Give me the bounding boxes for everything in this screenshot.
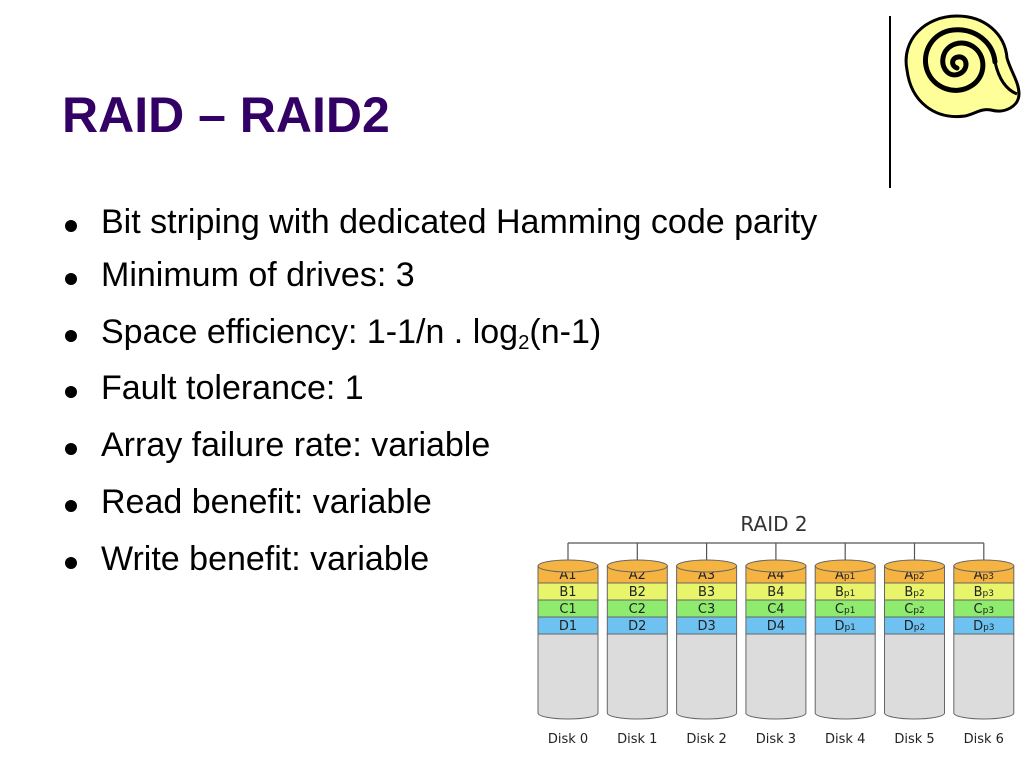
bullet-list: Bit striping with dedicated Hamming code…	[64, 202, 904, 596]
disk-body	[884, 633, 945, 720]
block-label-subscript: p3	[983, 606, 994, 616]
block-label: Cp3	[974, 602, 995, 617]
bullet-text: Fault tolerance: 1	[101, 369, 364, 408]
disk-body	[814, 633, 876, 720]
bullet-dot	[65, 386, 77, 399]
block-label: Bp2	[904, 585, 924, 600]
bullet-text: Space efficiency: 1-1/n . log2(n-1)	[101, 312, 602, 354]
disk-label: Disk 5	[894, 732, 934, 747]
bullet-dot	[65, 272, 77, 285]
block-label: B3	[698, 585, 715, 600]
disk-label: Disk 0	[548, 732, 588, 747]
bullet-dot	[65, 329, 77, 342]
disk-top	[537, 559, 599, 573]
block-label: Cp1	[835, 602, 856, 617]
bullet-dot	[65, 556, 77, 569]
disk-body	[953, 633, 1015, 720]
bullet-item: Fault tolerance: 1	[64, 368, 904, 409]
block-label: D2	[628, 619, 646, 634]
data-block	[606, 616, 668, 635]
block-label: C1	[559, 602, 576, 617]
block-label: Dp2	[904, 619, 925, 634]
disk-label: Disk 3	[756, 732, 796, 747]
block-label: B4	[767, 585, 784, 600]
bullet-text-post: (n-1)	[529, 312, 602, 351]
block-label: B1	[559, 585, 576, 600]
block-label: Bp1	[835, 585, 855, 600]
block-label: D1	[559, 619, 577, 634]
bullet-dot	[65, 220, 77, 232]
slide-title: RAID – RAID2	[62, 87, 390, 143]
disk-top	[745, 559, 807, 573]
disk-body	[745, 633, 807, 720]
block-label-subscript: p3	[983, 623, 994, 633]
disk-top	[606, 559, 668, 573]
block-label-subscript: p2	[913, 589, 924, 599]
block-label: Cp2	[904, 602, 925, 617]
bullet-item: Array failure rate: variable	[64, 425, 904, 466]
bullet-text: Minimum of drives: 3	[101, 255, 415, 294]
block-label-subscript: p1	[844, 623, 855, 633]
bullet-item: Minimum of drives: 3	[64, 255, 904, 296]
data-block	[745, 616, 807, 635]
disk-body	[606, 633, 668, 720]
disk-top	[884, 559, 945, 573]
disk-label: Disk 1	[617, 732, 657, 747]
disk-label: Disk 2	[686, 732, 726, 747]
title-divider	[889, 16, 891, 188]
block-label: Dp1	[834, 619, 855, 634]
bullet-text-pre: Space efficiency: 1-1/n . log	[101, 312, 519, 351]
block-label: Dp3	[973, 619, 994, 634]
bullet-text: Write benefit: variable	[101, 539, 430, 578]
diagram-title: RAID 2	[740, 512, 807, 536]
data-block	[537, 616, 599, 635]
block-label: C2	[629, 602, 646, 617]
disk-label: Disk 6	[964, 732, 1004, 747]
data-block	[953, 616, 1015, 635]
disk-body	[676, 633, 738, 720]
bullet-text: Read benefit: variable	[101, 482, 432, 521]
block-label-subscript: p2	[913, 606, 924, 616]
disk-label: Disk 4	[825, 732, 865, 747]
block-label-subscript: p1	[844, 589, 855, 599]
bullet-item: Bit striping with dedicated Hamming code…	[64, 202, 904, 243]
block-label-subscript: p2	[914, 623, 925, 633]
bullet-text: Array failure rate: variable	[101, 426, 491, 465]
disk-top	[953, 559, 1015, 573]
block-label: C4	[767, 602, 784, 617]
block-label: D3	[697, 619, 715, 634]
bullet-text-subscript: 2	[518, 331, 530, 354]
disk-top	[676, 559, 738, 573]
bullet-text: Bit striping with dedicated Hamming code…	[101, 203, 818, 241]
block-label-subscript: p3	[983, 589, 994, 599]
block-label-subscript: p1	[844, 606, 855, 616]
data-block	[814, 616, 876, 635]
data-block	[884, 616, 945, 635]
block-label-subscript: p3	[983, 572, 994, 582]
block-label: D4	[767, 619, 785, 634]
data-block	[676, 616, 738, 635]
disk-body	[537, 633, 599, 720]
block-label-subscript: p2	[913, 572, 924, 582]
bullet-item: Write benefit: variable	[64, 539, 904, 580]
bullet-dot	[65, 499, 77, 512]
bullet-item: Space efficiency: 1-1/n . log2(n-1)	[64, 312, 904, 353]
disk-top	[814, 559, 876, 573]
bullet-dot	[65, 443, 77, 456]
spiral-shell-icon	[904, 14, 1021, 119]
block-label: B2	[629, 585, 646, 600]
block-label: C3	[698, 602, 715, 617]
block-label: Bp3	[974, 585, 994, 600]
block-label-subscript: p1	[844, 572, 855, 582]
bullet-item: Read benefit: variable	[64, 482, 904, 523]
